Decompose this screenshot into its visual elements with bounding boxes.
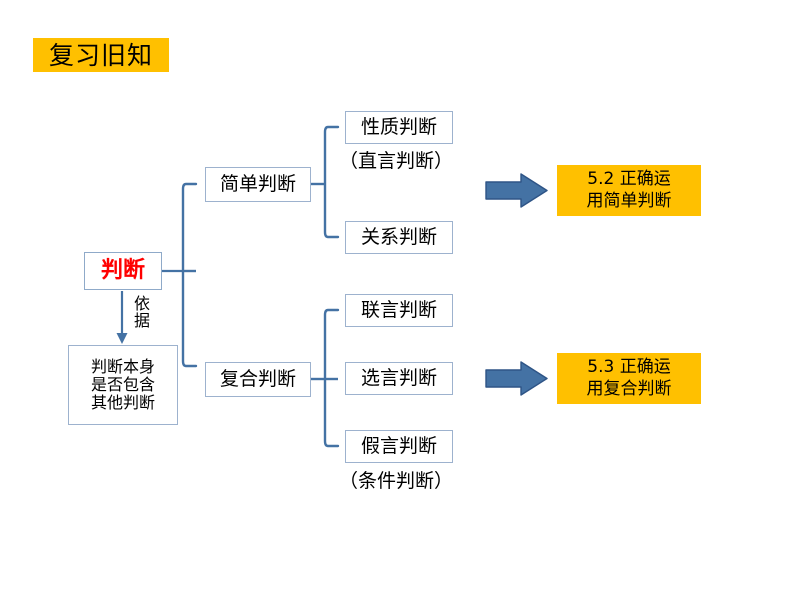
node-compound-judgment[interactable]: 复合判断 xyxy=(205,362,311,397)
node-simple-judgment-label: 简单判断 xyxy=(219,173,296,196)
outcome-box-5-3[interactable]: 5.3 正确运 用复合判断 xyxy=(557,353,701,404)
node-basis-criterion[interactable]: 判断本身 是否包含 其他判断 xyxy=(68,345,178,425)
caption-conditional-judgment: （条件判断） xyxy=(339,470,454,492)
bracket-compound-children xyxy=(311,308,340,448)
block-arrow-to-outcome-53 xyxy=(485,361,548,396)
node-qualitative-judgment[interactable]: 性质判断 xyxy=(345,111,453,144)
node-compound-judgment-label: 复合判断 xyxy=(219,368,296,391)
node-relational-judgment-label: 关系判断 xyxy=(360,226,437,249)
bracket-root-split xyxy=(181,182,198,368)
node-qualitative-judgment-label: 性质判断 xyxy=(360,116,437,139)
page-title: 复习旧知 xyxy=(48,40,153,70)
node-hypothetical-judgment-label: 假言判断 xyxy=(360,435,437,458)
bracket-simple-children xyxy=(311,125,340,239)
outcome-5-2-line-1: 5.2 正确运 xyxy=(587,168,671,189)
node-hypothetical-judgment[interactable]: 假言判断 xyxy=(345,430,453,463)
node-conjunctive-judgment[interactable]: 联言判断 xyxy=(345,294,453,327)
node-root-judgment[interactable]: 判断 xyxy=(84,252,162,290)
node-basis-line-3: 其他判断 xyxy=(90,393,155,413)
outcome-5-2-line-2: 用简单判断 xyxy=(586,190,672,211)
block-arrow-to-outcome-52 xyxy=(485,173,548,208)
node-root-label: 判断 xyxy=(100,258,145,284)
node-conjunctive-judgment-label: 联言判断 xyxy=(360,299,437,322)
outcome-5-3-line-2: 用复合判断 xyxy=(586,378,672,399)
arrow-root-to-basis xyxy=(116,291,128,344)
slide-title-banner: 复习旧知 xyxy=(33,38,169,72)
arrow-label-basis: 依据 xyxy=(133,294,150,330)
node-disjunctive-judgment-label: 选言判断 xyxy=(360,367,437,390)
outcome-box-5-2[interactable]: 5.2 正确运 用简单判断 xyxy=(557,165,701,216)
node-relational-judgment[interactable]: 关系判断 xyxy=(345,221,453,254)
outcome-5-3-line-1: 5.3 正确运 xyxy=(587,356,671,377)
node-simple-judgment[interactable]: 简单判断 xyxy=(205,167,311,202)
node-basis-line-2: 是否包含 xyxy=(90,374,155,394)
node-basis-line-1: 判断本身 xyxy=(90,356,155,376)
node-disjunctive-judgment[interactable]: 选言判断 xyxy=(345,362,453,395)
caption-categorical-judgment: （直言判断） xyxy=(339,150,454,172)
